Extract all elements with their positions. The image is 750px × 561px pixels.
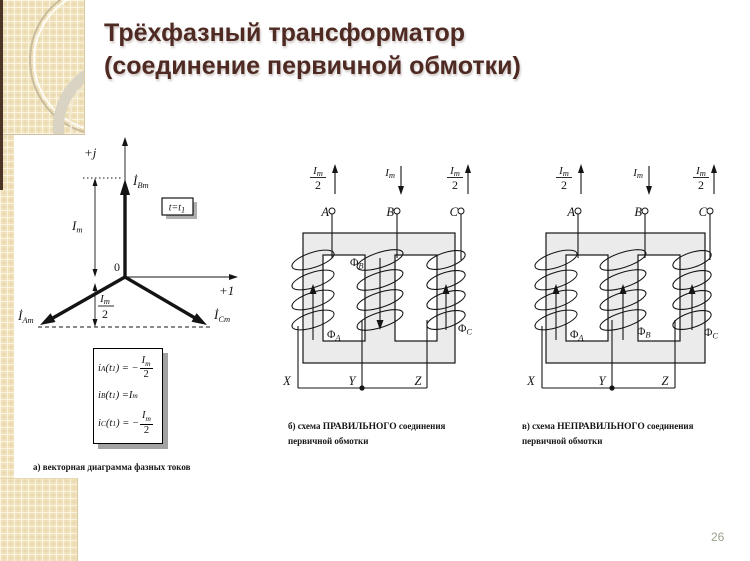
terminal-b-node — [393, 207, 401, 215]
caption-c: в) схема НЕПРАВИЛЬНОГО соединения первич… — [522, 421, 694, 446]
figure-a-vector-diagram: +j +1 0 Im Im 2 İBm — [17, 137, 238, 328]
svg-text:Im: Im — [695, 165, 706, 178]
terminal-b-label: B — [386, 205, 394, 219]
terminal-c-label: C — [699, 205, 708, 219]
terminal-a-node — [328, 207, 336, 215]
terminal-x-label: X — [526, 374, 536, 388]
flux-b-label: ΦB — [637, 326, 651, 340]
figure-c-incorrect-connection: Im 2 Im Im 2 A B C — [526, 164, 718, 391]
svg-text:2: 2 — [315, 178, 321, 192]
vector-icm — [124, 275, 207, 325]
im-dimension — [92, 178, 98, 277]
flux-arrow-b-up — [619, 284, 627, 340]
flux-arrow-c-up — [442, 284, 450, 330]
neutral-bus — [297, 320, 428, 391]
terminal-y-label: Y — [349, 374, 358, 388]
im2-fraction-label: Im 2 — [98, 293, 114, 321]
flux-c-label: ΦC — [458, 323, 472, 337]
svg-text:2: 2 — [452, 178, 458, 192]
svg-text:Im: Im — [99, 293, 110, 306]
neutral-bus — [541, 320, 676, 391]
current-b-label: Im — [384, 166, 404, 195]
axis-j-label: +j — [84, 145, 97, 160]
im-dimension-label: Im — [71, 218, 82, 235]
terminal-x-label: X — [282, 374, 292, 388]
vector-icm-label: İCm — [213, 307, 230, 324]
winding-phase-b — [356, 249, 404, 331]
svg-text:2: 2 — [698, 178, 704, 192]
real-axis — [125, 274, 238, 280]
vector-ibm-label: İBm — [132, 173, 149, 190]
caption-b: б) схема ПРАВИЛЬНОГО соединения первично… — [288, 421, 446, 446]
terminal-c-node — [457, 207, 465, 215]
origin-label: 0 — [114, 260, 120, 274]
svg-text:2: 2 — [561, 178, 567, 192]
axis-real-label: +1 — [219, 283, 234, 298]
terminal-c-label: C — [450, 205, 459, 219]
sidebar-bottom-block — [0, 478, 78, 561]
sidebar-strip — [0, 0, 14, 561]
svg-text:Im: Im — [449, 165, 460, 178]
current-c-label: Im 2 — [447, 164, 471, 194]
title-line-2: (соединение первичной обмотки) — [104, 51, 521, 80]
caption-a: а) векторная диаграмма фазных токов — [33, 462, 191, 472]
winding-phase-c — [672, 250, 712, 330]
current-c-label: Im 2 — [693, 164, 717, 194]
flux-a-label: ΦA — [327, 329, 341, 343]
terminal-a-label: A — [566, 205, 575, 219]
page-title: Трёхфазный трансформатор (соединение пер… — [104, 17, 724, 82]
svg-text:2: 2 — [102, 307, 108, 321]
flux-arrow-a-up — [309, 284, 317, 340]
terminal-y-label: Y — [599, 374, 608, 388]
flux-c-label: ΦC — [704, 327, 718, 341]
svg-text:t=t1: t=t1 — [169, 203, 186, 215]
im2-dimension — [92, 283, 98, 327]
svg-text:Im: Im — [384, 167, 395, 180]
terminal-a-node — [574, 207, 582, 215]
core-window-left — [565, 254, 609, 342]
core-window-right — [637, 254, 681, 342]
svg-text:Im: Im — [312, 165, 323, 178]
flux-a-label: ΦA — [570, 329, 584, 343]
flux-arrow-a-up — [552, 284, 560, 340]
flux-arrow-c-up — [688, 284, 696, 330]
current-a-label: Im 2 — [556, 164, 584, 194]
vector-ibm — [120, 179, 130, 277]
terminal-c-node — [706, 207, 714, 215]
left-edge-line — [0, 0, 3, 190]
core-window-left — [322, 254, 366, 342]
page-number: 26 — [711, 530, 725, 544]
svg-text:Im: Im — [632, 167, 643, 180]
sidebar-top-block — [0, 0, 85, 135]
decor-circle-icon — [29, 0, 84, 134]
terminal-z-label: Z — [662, 374, 670, 388]
vector-iam — [40, 275, 126, 325]
terminal-z-label: Z — [415, 374, 423, 388]
terminal-a-label: A — [320, 205, 329, 219]
svg-text:Im: Im — [558, 165, 569, 178]
flux-arrow-b-down — [376, 258, 384, 330]
vector-iam-label: İAm — [17, 308, 34, 325]
time-annotation-box: t=t1 — [161, 197, 197, 219]
terminal-b-label: B — [634, 205, 642, 219]
terminal-b-node — [641, 207, 649, 215]
figure-b-correct-connection: Im 2 Im Im 2 A B C — [282, 164, 472, 391]
current-b-label: Im — [632, 166, 652, 195]
current-a-label: Im 2 — [310, 164, 338, 194]
title-line-1: Трёхфазный трансформатор — [104, 19, 466, 47]
core-window-right — [394, 254, 438, 342]
flux-b-label: ΦB — [350, 257, 364, 271]
